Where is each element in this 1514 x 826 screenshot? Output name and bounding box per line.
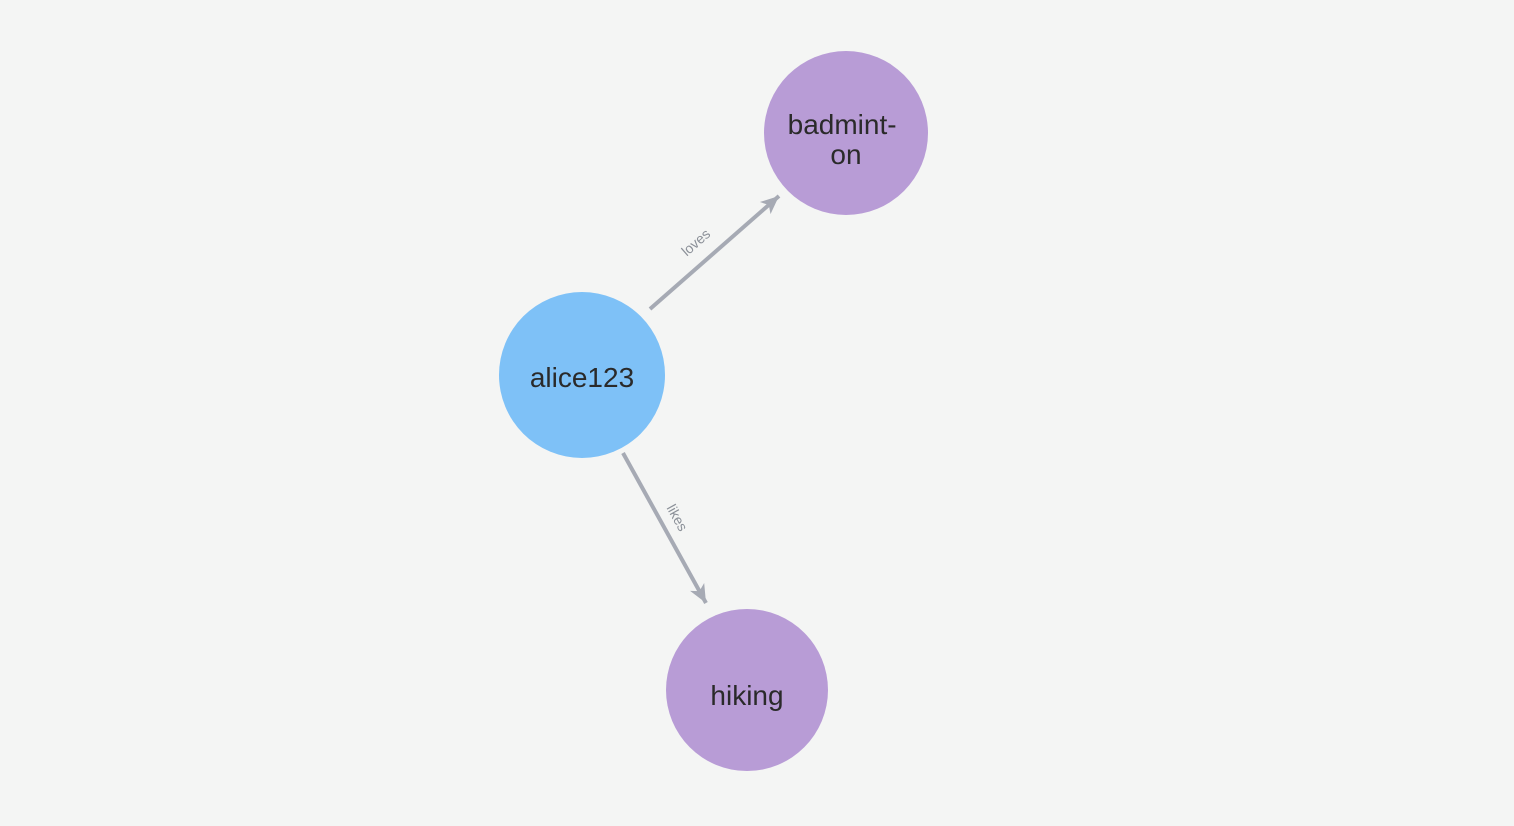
node-hiking: hiking [666,609,828,771]
node-alice123-circle[interactable] [499,292,665,458]
node-hiking-circle[interactable] [666,609,828,771]
edge-loves-line[interactable] [648,194,781,311]
node-badminton: badmint- on [764,51,928,215]
node-badminton-circle[interactable] [764,51,928,215]
edge-likes-line[interactable] [621,452,708,604]
node-alice123: alice123 [499,292,665,458]
